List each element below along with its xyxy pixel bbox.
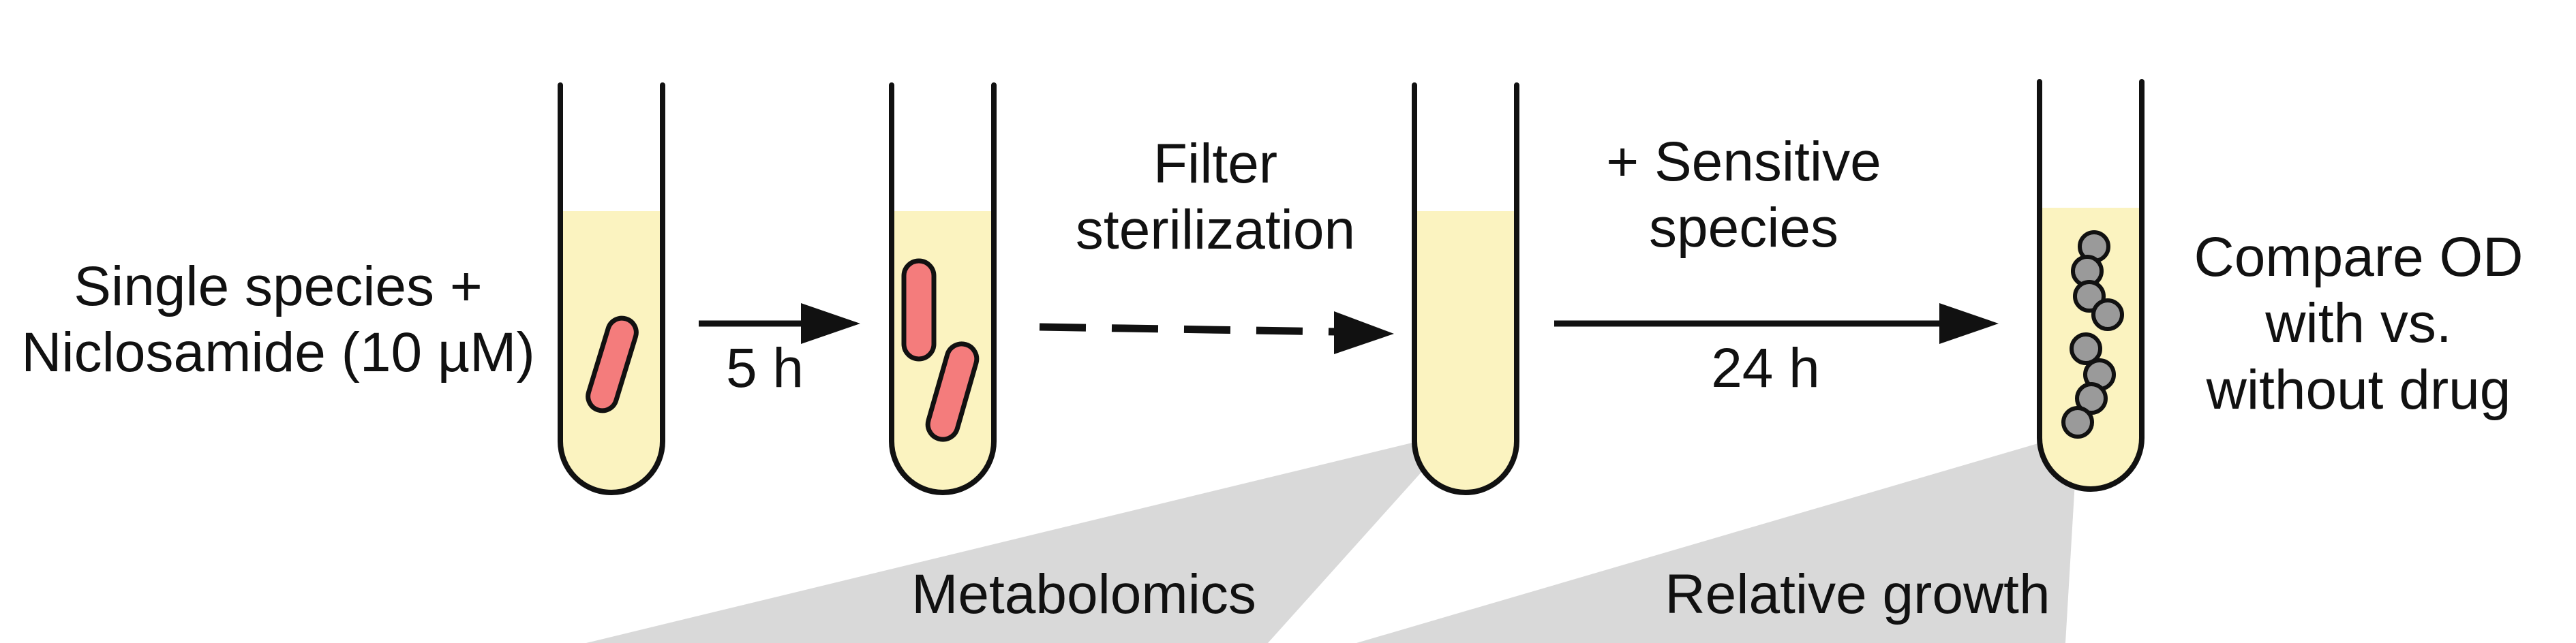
readout-label-line1: Compare OD — [2194, 226, 2523, 288]
relative-growth-projection — [1357, 441, 2076, 643]
growth-arrow — [1554, 303, 1999, 344]
culture-tube-1 — [558, 82, 665, 495]
tube-medium — [1414, 211, 1517, 492]
tube-outline — [1412, 82, 1519, 495]
filtrate-tube — [1412, 82, 1519, 495]
bacterium — [925, 341, 980, 442]
add-step-label-line1: + Sensitive — [1606, 131, 1881, 193]
sensitive-species-tube — [2037, 79, 2145, 492]
add-step-label-line2: species — [1649, 197, 1838, 259]
tube-outline — [2037, 79, 2145, 492]
bacterium — [586, 315, 639, 413]
metabolomics-label: Metabolomics — [911, 563, 1256, 625]
growth-time-label: 24 h — [1711, 337, 1820, 399]
incubation-arrow — [699, 303, 860, 344]
sensitive-cell — [2061, 406, 2094, 439]
bacterium — [901, 258, 937, 362]
input-label-line2: Niclosamide (10 µM) — [21, 322, 535, 383]
filter-arrow — [1039, 311, 1394, 354]
readout-label-line2: with vs. — [2264, 292, 2451, 354]
filter-step-label-line1: Filter — [1153, 133, 1277, 195]
sensitive-cell — [2075, 382, 2108, 415]
readout-label-line3: without drug — [2206, 359, 2511, 421]
filter-step-label-line2: sterilization — [1076, 199, 1355, 261]
input-label-line1: Single species + — [74, 255, 482, 317]
incubation-time-label: 5 h — [726, 337, 804, 399]
tube-outline — [889, 82, 997, 495]
tube-outline — [558, 82, 665, 495]
sensitive-cells — [2061, 230, 2124, 439]
sensitive-cell — [2070, 332, 2102, 365]
culture-tube-2 — [889, 82, 997, 495]
sensitive-cell — [2091, 298, 2124, 331]
relative-growth-label: Relative growth — [1665, 563, 2050, 625]
metabolomics-projection — [586, 441, 1429, 643]
